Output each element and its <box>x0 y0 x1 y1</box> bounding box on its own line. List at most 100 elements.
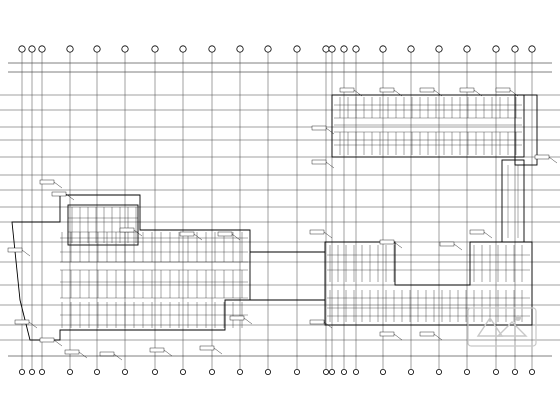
grid-bubble <box>66 45 74 53</box>
annotation-tag <box>179 231 195 237</box>
link-corridor <box>250 251 325 301</box>
annotation-tag <box>229 315 245 321</box>
grid-bubble <box>208 45 216 53</box>
leader-line <box>193 233 203 241</box>
leader-line <box>78 351 88 359</box>
leader-line <box>28 321 38 329</box>
leader-line <box>473 89 483 97</box>
annotation-tag <box>99 351 115 357</box>
grid-bubble <box>328 368 335 375</box>
leader-line <box>163 349 173 357</box>
annotation-tag <box>309 319 325 325</box>
grid-bubble <box>511 45 519 53</box>
leader-line <box>433 333 443 341</box>
grid-bubble <box>463 45 471 53</box>
annotation-tag <box>64 349 80 355</box>
annotation-tag <box>379 87 395 93</box>
grid-bubble <box>529 368 536 375</box>
grid-bubble <box>39 368 46 375</box>
annotation-tag <box>217 231 233 237</box>
horizontal-grid-lines <box>0 94 560 341</box>
annotation-tag <box>379 331 395 337</box>
right-building-upper-wing <box>331 94 538 166</box>
annotation-tag <box>379 239 395 245</box>
leader-line <box>353 89 363 97</box>
grid-bubble <box>528 45 536 53</box>
annotation-tag <box>149 347 165 353</box>
annotation-tag <box>311 125 327 131</box>
leader-line <box>325 127 335 135</box>
grid-bubble <box>28 45 36 53</box>
annotation-tag <box>199 345 215 351</box>
grid-bubble <box>208 368 215 375</box>
leader-line <box>325 161 335 169</box>
annotation-tag <box>469 229 485 235</box>
grid-bubble <box>407 368 414 375</box>
leader-line <box>243 317 253 325</box>
grid-bubble <box>121 45 129 53</box>
annotation-tag <box>14 319 30 325</box>
grid-bubble <box>492 45 500 53</box>
grid-bubble <box>122 368 129 375</box>
grid-bubble <box>93 45 101 53</box>
grid-axis-bubbles <box>18 45 536 375</box>
leader-line <box>509 89 519 97</box>
grid-bubble <box>322 368 329 375</box>
grid-bubble <box>293 45 301 53</box>
annotation-tag <box>495 87 511 93</box>
annotation-tag <box>309 229 325 235</box>
grid-bubble <box>236 45 244 53</box>
grid-bubble <box>28 368 35 375</box>
leader-line <box>65 193 75 201</box>
leader-line <box>231 233 241 241</box>
vertical-grid-lines <box>21 48 533 372</box>
grid-bubble <box>352 45 360 53</box>
grid-bubble <box>340 45 348 53</box>
annotation-tag <box>419 87 435 93</box>
grid-bubble <box>293 368 300 375</box>
grid-bubble <box>340 368 347 375</box>
grid-bubble <box>151 45 159 53</box>
leader-line <box>433 89 443 97</box>
grid-bubble <box>18 45 26 53</box>
grid-bubble <box>435 45 443 53</box>
grid-bubble <box>435 368 442 375</box>
grid-bubble <box>463 368 470 375</box>
leader-line <box>113 353 123 361</box>
annotation-tag <box>534 154 550 160</box>
grid-bubble <box>236 368 243 375</box>
right-building-connector <box>501 159 525 243</box>
leader-line <box>53 181 63 189</box>
watermark-logo-icon <box>467 307 537 347</box>
grid-bubble <box>18 368 25 375</box>
grid-bubble <box>352 368 359 375</box>
leader-line <box>393 333 403 341</box>
leader-line <box>453 243 463 251</box>
annotation-tag <box>7 247 23 253</box>
grid-bubble <box>94 368 101 375</box>
grid-bubble <box>179 45 187 53</box>
top-dimension-chain <box>8 62 552 73</box>
grid-bubble <box>407 45 415 53</box>
annotation-tag <box>419 331 435 337</box>
leader-line <box>213 347 223 355</box>
annotation-tag <box>311 159 327 165</box>
grid-bubble <box>38 45 46 53</box>
grid-bubble <box>328 45 336 53</box>
annotation-tag <box>39 337 55 343</box>
leader-line <box>323 231 333 239</box>
grid-bubble <box>151 368 158 375</box>
leader-line <box>53 339 63 347</box>
leader-line <box>393 241 403 249</box>
annotation-tag <box>39 179 55 185</box>
annotation-tag <box>459 87 475 93</box>
grid-bubble <box>264 368 271 375</box>
left-building-wing <box>11 194 251 341</box>
right-building-lower-wing <box>324 241 533 326</box>
annotation-tags <box>7 87 558 361</box>
annotation-tag <box>439 241 455 247</box>
annotation-tag <box>51 191 67 197</box>
leader-line <box>483 231 493 239</box>
leader-line <box>21 249 31 257</box>
